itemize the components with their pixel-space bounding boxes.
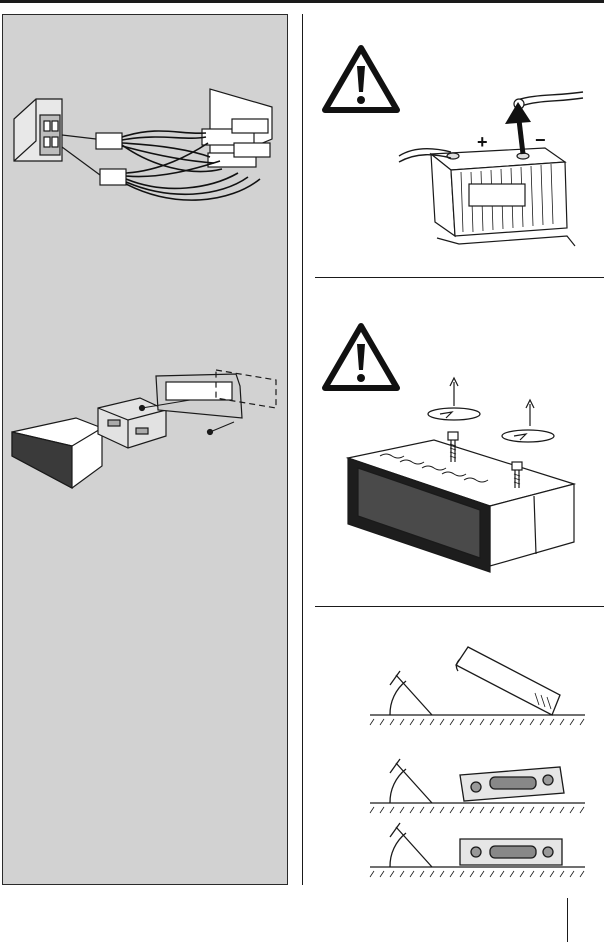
top-rule	[0, 0, 604, 3]
transport-screw-removal-illustration	[340, 376, 580, 576]
mounting-frame-assembly-illustration	[10, 370, 280, 495]
section-divider-1	[315, 277, 604, 278]
svg-text:+: +	[477, 132, 488, 152]
page-marker-line	[567, 898, 568, 942]
svg-text:−: −	[535, 130, 546, 150]
battery-disconnect-warning-illustration: + −	[395, 86, 585, 251]
warning-triangle-icon	[322, 44, 400, 114]
section-divider-2	[315, 606, 604, 607]
column-divider	[302, 14, 303, 885]
wiring-harness-illustration	[10, 85, 280, 215]
installation-angle-illustration	[360, 635, 590, 880]
